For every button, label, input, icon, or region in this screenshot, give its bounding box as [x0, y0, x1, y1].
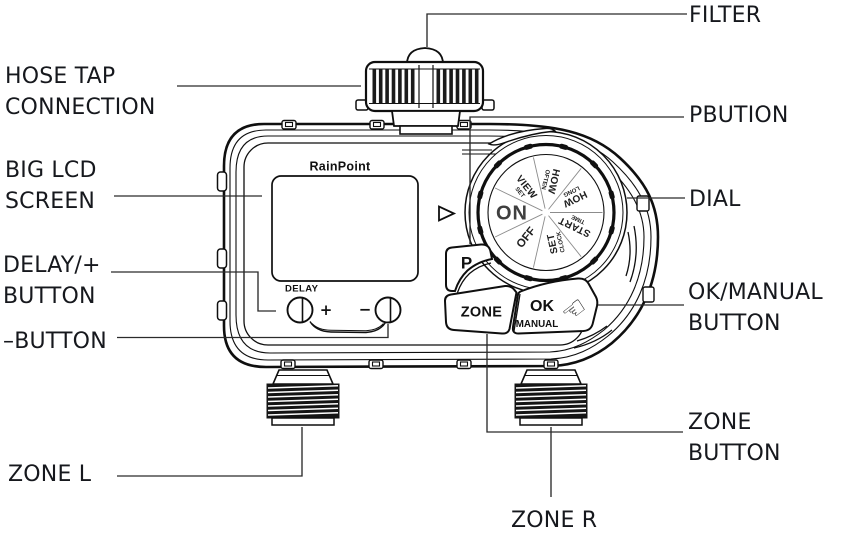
- label-zone-button: ZONE BUTTON: [688, 410, 781, 466]
- svg-text:CLOCK: CLOCK: [556, 230, 567, 253]
- leader-lines: [111, 13, 687, 497]
- side-clips: [216, 171, 655, 321]
- zone-r-outlet: [514, 369, 588, 426]
- plus-sign: +: [320, 301, 333, 319]
- svg-text:OFTEN: OFTEN: [540, 169, 550, 190]
- label-zone-r: ZONE R: [511, 508, 598, 533]
- minus-sign: −: [359, 301, 372, 319]
- label-pbution: PBUTION: [689, 103, 789, 128]
- ok-manual-button-control: OK MANUAL ☜: [511, 277, 599, 335]
- nut-knurling: [372, 69, 479, 104]
- leader-minus: [117, 324, 389, 339]
- zone-l-outlet: [266, 369, 340, 426]
- svg-text:TIME: TIME: [571, 213, 587, 225]
- top-clips: [281, 119, 472, 130]
- p-button-label: P: [461, 254, 472, 273]
- p-button: P: [445, 243, 494, 293]
- filter-dome: [406, 47, 444, 65]
- leader-delay-plus: [111, 271, 276, 312]
- leader-zone-button: [486, 334, 683, 433]
- leader-zone-l: [117, 427, 303, 477]
- manual-button-label: MANUAL: [516, 319, 558, 330]
- dial-segment-set-clock: SET CLOCK: [545, 230, 566, 255]
- molding-wing-bottom: [573, 329, 613, 349]
- svg-text:SET: SET: [545, 233, 560, 255]
- dial-segment-how-often: HOW OFTEN: [540, 168, 562, 195]
- delay-label: DELAY: [285, 284, 319, 295]
- dial-notches: [477, 143, 615, 282]
- delay-controls: DELAY + −: [285, 284, 402, 334]
- rainpoint-logo: RainPoint: [309, 160, 371, 174]
- label-hose-tap-connection: HOSE TAP CONNECTION: [5, 64, 156, 120]
- delay-plus-button-control: [286, 296, 314, 324]
- label-dial: DIAL: [689, 187, 741, 212]
- dial: ON VIEW SET HOW OFTEN HOW LONG START TIM…: [462, 127, 637, 349]
- label-big-lcd-screen: BIG LCD SCREEN: [5, 158, 97, 214]
- zone-button-control: ZONE: [444, 284, 518, 335]
- zone-button-label: ZONE: [461, 305, 503, 321]
- dial-spokes: [494, 157, 603, 268]
- label-filter: FILTER: [689, 3, 762, 28]
- hose-tap-connection: [355, 47, 495, 135]
- label-delay-plus-button: DELAY/+ BUTTON: [3, 253, 101, 309]
- minus-button-control: [374, 296, 402, 324]
- label-zone-l: ZONE L: [8, 462, 92, 487]
- leader-filter: [426, 13, 687, 47]
- bottom-clips: [280, 359, 559, 370]
- pointer-triangle-icon: [438, 205, 457, 222]
- dial-segment-on: ON: [496, 203, 528, 225]
- label-minus-button: –BUTTON: [3, 329, 107, 354]
- leader-pbution: [469, 116, 684, 244]
- molding-wing-right: [629, 225, 637, 283]
- label-ok-manual-button: OK/MANUAL BUTTON: [688, 280, 823, 336]
- molding-wing-top: [487, 127, 557, 146]
- lcd-screen: [271, 175, 419, 282]
- ok-button-label: OK: [530, 298, 554, 315]
